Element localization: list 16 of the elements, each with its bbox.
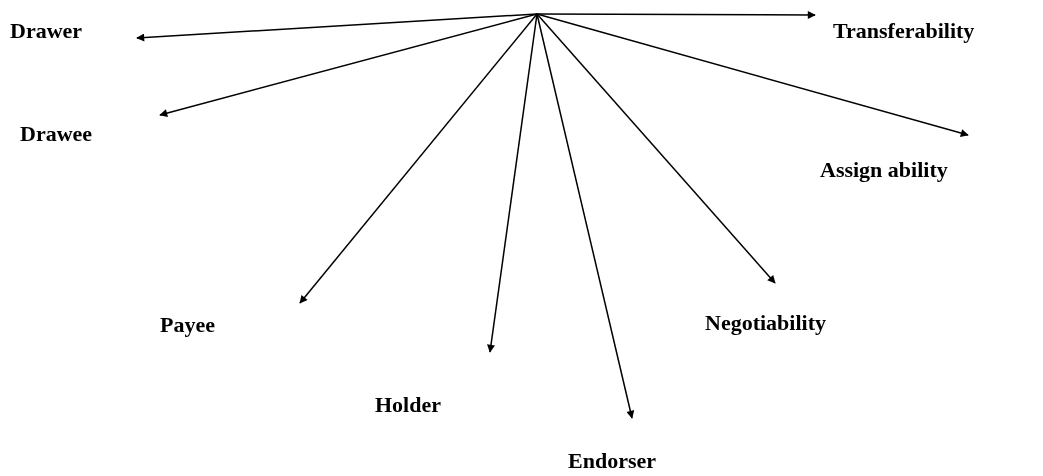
arrow [536, 13, 635, 419]
arrow [536, 13, 776, 284]
node-label: Transferability [833, 18, 975, 44]
node-label: Assign ability [820, 157, 948, 183]
node-label: Endorser [568, 448, 656, 474]
arrow [536, 10, 816, 19]
arrow [536, 13, 969, 137]
arrow [136, 13, 538, 42]
arrow [487, 13, 538, 353]
arrow [299, 13, 538, 304]
node-label: Payee [160, 312, 215, 338]
node-label: Holder [375, 392, 441, 418]
node-label: Negotiability [705, 310, 826, 336]
node-label: Drawer [10, 18, 83, 44]
arrow [159, 13, 538, 117]
node-label: Drawee [20, 121, 93, 147]
